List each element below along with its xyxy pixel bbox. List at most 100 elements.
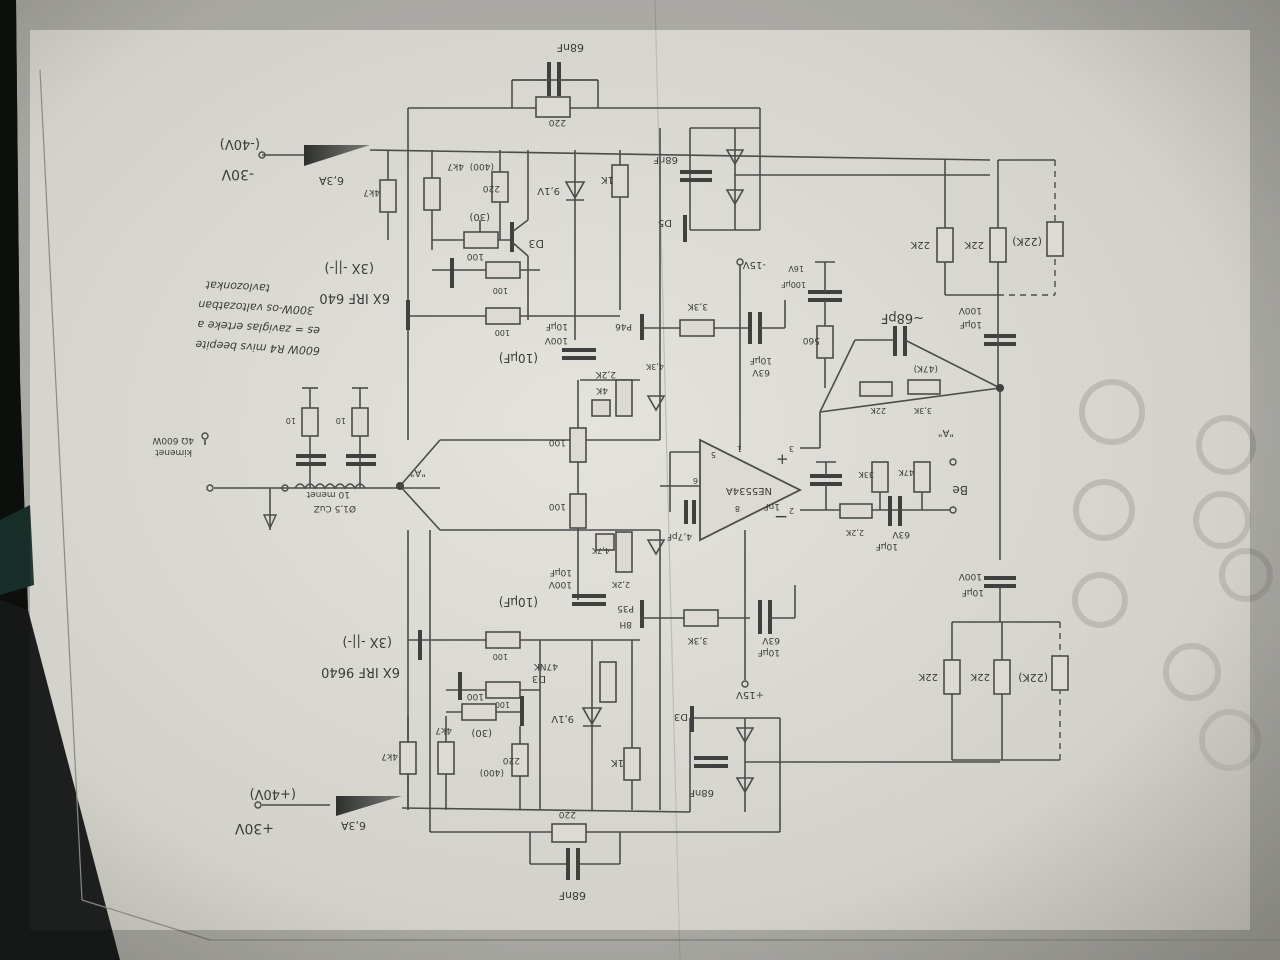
svg-text:4,7K: 4,7K (591, 546, 610, 555)
svg-text:10µF: 10µF (758, 647, 780, 657)
svg-text:6,3A: 6,3A (341, 819, 366, 832)
bottom-gate-100-resistor-a (485, 631, 521, 649)
feedback-2k2-resistor (859, 381, 893, 397)
svg-text:100: 100 (549, 437, 566, 447)
svg-text:100V: 100V (958, 305, 982, 315)
svg-text:10µF: 10µF (962, 587, 984, 597)
svg-text:10: 10 (336, 416, 346, 425)
svg-text:tavlozonkat: tavlozonkat (205, 278, 271, 294)
opamp-minus: − (774, 507, 788, 527)
svg-text:22K: 22K (970, 671, 990, 682)
svg-text:100V: 100V (544, 335, 568, 345)
svg-text:(30): (30) (469, 211, 490, 222)
bottom-22k-resistor-c (1051, 655, 1069, 691)
svg-text:(30): (30) (471, 727, 492, 738)
bottom-22k-resistor-b (993, 659, 1011, 695)
svg-text:22K: 22K (870, 406, 886, 415)
svg-text:(3X -||-): (3X -||-) (342, 634, 392, 649)
svg-text:+15V: +15V (736, 689, 764, 700)
opamp-plus: + (776, 450, 789, 468)
svg-text:100: 100 (495, 328, 510, 337)
svg-text:6,3A: 6,3A (319, 174, 344, 187)
svg-text:63V: 63V (892, 529, 910, 539)
svg-text:P35: P35 (617, 603, 634, 613)
top-gate-resistor-b (423, 177, 441, 211)
bottom-supply-label: +30V (234, 820, 274, 836)
top-1k-resistor (611, 164, 629, 198)
svg-text:(10µF): (10µF) (499, 595, 538, 609)
svg-text:100: 100 (495, 700, 510, 709)
svg-text:3,3K: 3,3K (687, 301, 708, 311)
zobel-resistor-a (301, 407, 319, 437)
svg-text:3,3K: 3,3K (687, 635, 708, 645)
svg-text:100: 100 (493, 286, 508, 295)
svg-text:"A": "A" (410, 467, 426, 478)
svg-text:9,1V: 9,1V (551, 713, 574, 724)
svg-text:68nF: 68nF (689, 787, 714, 798)
svg-text:~68pF: ~68pF (881, 310, 924, 325)
output-inductor (294, 483, 366, 490)
svg-text:(3X -||-): (3X -||-) (324, 260, 374, 275)
mid-100-resistor-a (569, 427, 587, 463)
mid-100-resistor-b (569, 493, 587, 529)
bottom-zener-diode (581, 707, 603, 726)
coffee-stain-rings (1072, 379, 1273, 771)
svg-text:9,1V: 9,1V (537, 185, 560, 196)
svg-text:22K: 22K (910, 239, 930, 250)
page-border (39, 69, 83, 901)
svg-text:220: 220 (503, 755, 520, 765)
svg-text:16V: 16V (788, 264, 804, 273)
svg-text:220: 220 (483, 183, 500, 193)
svg-text:es = zaviglas erteke a: es = zaviglas erteke a (197, 318, 320, 337)
top-gate-100-resistor-b (485, 307, 521, 325)
svg-text:2,2K: 2,2K (845, 528, 864, 537)
svg-text:100: 100 (467, 691, 484, 701)
svg-text:D5: D5 (658, 217, 672, 228)
top-gate-100-resistor-a (485, 261, 521, 279)
svg-text:33K: 33K (858, 470, 874, 479)
opamp-ne5534a (699, 438, 803, 542)
svg-text:4K: 4K (595, 385, 608, 395)
svg-text:D3: D3 (529, 237, 544, 250)
svg-text:22K: 22K (964, 239, 984, 250)
svg-text:(47K): (47K) (914, 363, 938, 373)
svg-text:(+40V): (+40V) (250, 786, 296, 801)
paper-fold (654, 0, 681, 960)
top-3k3-resistor (679, 319, 715, 337)
svg-text:47K: 47K (898, 468, 914, 477)
input-2k2-resistor (839, 503, 873, 519)
svg-text:220: 220 (549, 117, 566, 127)
paper-sheet (16, 0, 1280, 960)
svg-text:2: 2 (789, 506, 794, 515)
top-pot-2k2 (615, 379, 633, 417)
svg-text:(22K): (22K) (1012, 235, 1042, 248)
top-half-circuit: 68nF 220 -30V (-40V) 6,3A 4k7 4k7 220 (4… (220, 41, 1064, 450)
zobel-resistor-b (351, 407, 369, 437)
svg-text:10µF: 10µF (750, 355, 772, 365)
bottom-bias-pot (461, 703, 497, 721)
svg-text:2,2K: 2,2K (595, 369, 616, 379)
svg-text:4,7pF: 4,7pF (667, 531, 692, 541)
top-supply-label: -30V (221, 166, 254, 182)
svg-text:68nF: 68nF (653, 154, 678, 165)
bottom-gate-resistor-b (437, 741, 455, 775)
bottom-3k3-resistor (683, 609, 719, 627)
input-47k-resistor (913, 461, 931, 493)
svg-text:100: 100 (549, 501, 566, 511)
background-object (0, 505, 34, 595)
top-signal-diode (646, 395, 666, 412)
bottom-diode-a (735, 727, 755, 744)
mid-pot-2k2 (615, 531, 633, 573)
top-22k-resistor-b (989, 227, 1007, 263)
svg-text:68nF: 68nF (559, 889, 586, 902)
svg-text:D3: D3 (674, 711, 688, 722)
bottom-diode-b (735, 777, 755, 794)
svg-text:4Ω 600W: 4Ω 600W (152, 435, 194, 445)
bottom-fuse (336, 796, 402, 816)
svg-text:100: 100 (467, 251, 484, 261)
paper-shadow-edge (0, 0, 28, 610)
svg-text:4k7: 4k7 (447, 161, 464, 171)
svg-text:5: 5 (711, 450, 716, 459)
svg-text:4k7: 4k7 (381, 751, 398, 761)
